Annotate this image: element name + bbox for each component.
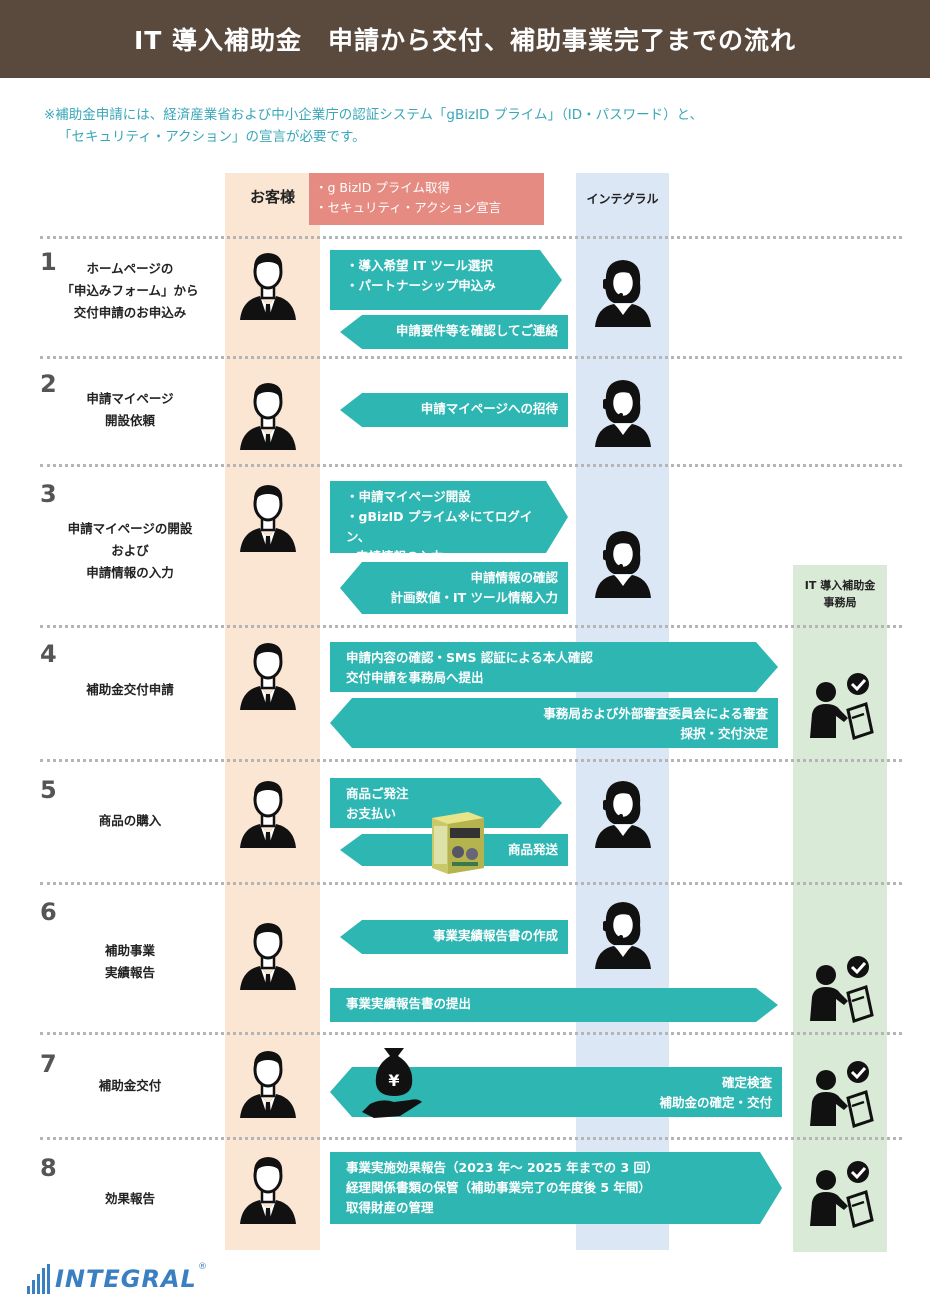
- arrow-to-customer: 申請マイページへの招待: [340, 393, 568, 427]
- customer-icon: [238, 480, 298, 552]
- step-label: 補助金交付: [98, 1078, 162, 1093]
- step-number: 3: [40, 480, 57, 508]
- step-number: 6: [40, 898, 57, 926]
- operator-icon: [592, 375, 654, 447]
- customer-icon: [238, 918, 298, 990]
- integral-logo: INTEGRAL ®: [25, 1262, 215, 1296]
- operator-icon: [592, 255, 654, 327]
- arrow-to-customer: 事業実績報告書の作成: [340, 920, 568, 954]
- logo-bars-icon: [27, 1264, 50, 1294]
- prerequisite-note: ※補助金申請には、経済産業省および中小企業庁の認証システム「gBizID プライ…: [44, 104, 904, 148]
- step-number: 7: [40, 1050, 57, 1078]
- software-box-icon: [432, 812, 484, 874]
- step-number: 8: [40, 1154, 57, 1182]
- step-number: 2: [40, 370, 57, 398]
- step-divider: [40, 236, 902, 239]
- step-number: 5: [40, 776, 57, 804]
- office-header-line: IT 導入補助金: [804, 579, 876, 592]
- note-line-1: ※補助金申請には、経済産業省および中小企業庁の認証システム「gBizID プライ…: [44, 107, 704, 123]
- arrow-to-office: 事業実施効果報告（2023 年～ 2025 年までの 3 回）経理関係書類の保管…: [330, 1152, 782, 1224]
- step-label: 申請マイページ開設依頼: [86, 391, 174, 428]
- step-divider: [40, 356, 902, 359]
- office-header-line: 事務局: [823, 596, 857, 609]
- step-divider: [40, 882, 902, 885]
- page-title: IT 導入補助金 申請から交付、補助事業完了までの流れ: [0, 0, 930, 78]
- operator-icon: [592, 526, 654, 598]
- prerequisite-item: ・セキュリティ・アクション宣言: [315, 200, 502, 215]
- arrow-to-customer: 申請要件等を確認してご連絡: [340, 315, 568, 349]
- step-divider: [40, 1032, 902, 1035]
- reviewer-check-icon: [808, 672, 874, 740]
- customer-icon: [238, 638, 298, 710]
- step-label: 申請マイページの開設および申請情報の入力: [67, 521, 193, 580]
- operator-icon: [592, 776, 654, 848]
- arrow-to-customer: 事務局および外部審査委員会による審査採択・交付決定: [330, 698, 778, 748]
- integral-column-header: インテグラル: [586, 192, 659, 206]
- step-label: 補助金交付申請: [86, 682, 174, 697]
- reviewer-check-icon: [808, 955, 874, 1023]
- customer-icon: [238, 776, 298, 848]
- reviewer-check-icon: [808, 1160, 874, 1228]
- office-column-header: IT 導入補助金 事務局: [793, 577, 887, 611]
- step-divider: [40, 464, 902, 467]
- step-label: 商品の購入: [98, 813, 162, 828]
- arrow-to-office: 事業実績報告書の提出: [330, 988, 778, 1022]
- customer-icon: [238, 378, 298, 450]
- arrow-to-integral: ・申請マイページ開設・gBizID プライム※にてログイン、 申請情報の入力: [330, 481, 568, 553]
- arrow-to-office: 申請内容の確認・SMS 認証による本人確認交付申請を事務局へ提出: [330, 642, 778, 692]
- note-line-2: 「セキュリティ・アクション」の宣言が必要です。: [58, 129, 366, 145]
- step-label: 効果報告: [104, 1191, 155, 1206]
- svg-text:¥: ¥: [388, 1071, 399, 1090]
- step-label: ホームページの「申込みフォーム」から交付申請のお申込み: [61, 261, 199, 320]
- step-number: 1: [40, 248, 57, 276]
- reviewer-check-icon: [808, 1060, 874, 1128]
- prerequisite-item: ・g BizID プライム取得: [315, 180, 451, 195]
- arrow-to-customer: 申請情報の確認計画数値・IT ツール情報入力: [340, 562, 568, 614]
- step-divider: [40, 759, 902, 762]
- customer-icon: [238, 1152, 298, 1224]
- registered-mark: ®: [198, 1262, 207, 1272]
- customer-column-header: お客様: [249, 188, 295, 206]
- step-divider: [40, 1137, 902, 1140]
- operator-icon: [592, 897, 654, 969]
- arrow-to-integral: ・導入希望 IT ツール選択・パートナーシップ申込み: [330, 250, 562, 310]
- customer-icon: [238, 1046, 298, 1118]
- customer-icon: [238, 248, 298, 320]
- step-label: 補助事業実績報告: [104, 943, 155, 980]
- office-column: [793, 565, 887, 1252]
- logo-text: INTEGRAL: [55, 1265, 197, 1293]
- step-divider: [40, 625, 902, 628]
- step-number: 4: [40, 640, 57, 668]
- prerequisites-box: ・g BizID プライム取得 ・セキュリティ・アクション宣言: [309, 173, 544, 225]
- yen-moneybag-hand-icon: ¥: [362, 1048, 422, 1118]
